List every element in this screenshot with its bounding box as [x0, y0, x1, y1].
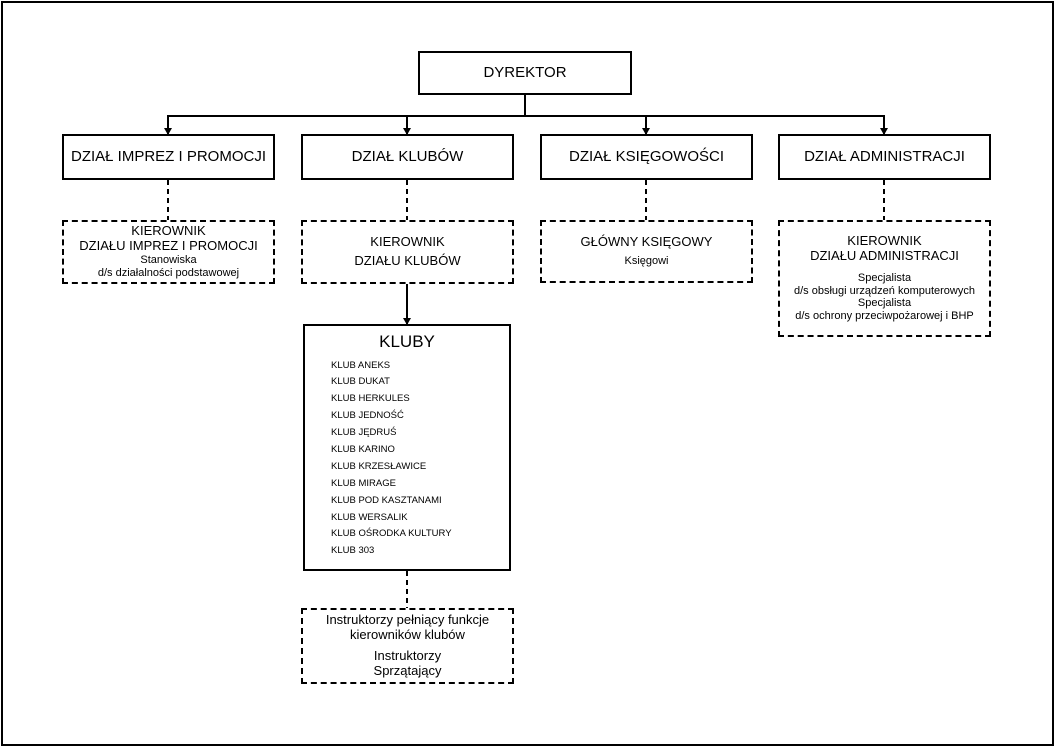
department-ksiegowosc-box: DZIAŁ KSIĘGOWOŚCI: [540, 134, 753, 180]
instructors-label: Instruktorzy: [373, 648, 442, 663]
it-specialist-label: Specjalista: [857, 272, 912, 285]
club-item: KLUB KARINO: [331, 444, 395, 455]
kluby-title: KLUBY: [379, 332, 435, 351]
kluby-box: KLUBY KLUB ANEKS KLUB DUKAT KLUB HERKULE…: [303, 324, 511, 571]
ksiegowosc-manager-box: GŁÓWNY KSIĘGOWY Księgowi: [540, 220, 753, 283]
it-specialist-detail: d/s obsługi urządzeń komputerowych: [794, 284, 975, 297]
club-item: KLUB DUKAT: [331, 376, 390, 388]
club-item: KLUB JĘDRUŚ: [331, 427, 397, 439]
cleaners-label: Sprzątający: [373, 662, 442, 678]
administracja-manager-box: KIEROWNIK DZIAŁU ADMINISTRACJI Specjalis…: [778, 220, 991, 337]
department-imprezy-box: DZIAŁ IMPREZ I PROMOCJI: [62, 134, 275, 180]
kluby-list: KLUB ANEKS KLUB DUKAT KLUB HERKULES KLUB…: [305, 358, 509, 561]
imprezy-manager-subtitle: DZIAŁU IMPREZ I PROMOCJI: [79, 238, 258, 254]
imprezy-manager-title: KIEROWNIK: [131, 223, 206, 239]
imprezy-manager-box: KIEROWNIK DZIAŁU IMPREZ I PROMOCJI Stano…: [62, 220, 275, 284]
instruktorzy-box: Instruktorzy pełniący funkcje kierownikó…: [301, 608, 514, 684]
imprezy-staff-label: Stanowiska: [140, 254, 197, 267]
administracja-manager-subtitle: DZIAŁU ADMINISTRACJI: [810, 248, 959, 264]
department-klubow-box: DZIAŁ KLUBÓW: [301, 134, 514, 180]
department-ksiegowosc-label: DZIAŁ KSIĘGOWOŚCI: [568, 148, 725, 166]
club-item: KLUB KRZESŁAWICE: [331, 460, 427, 472]
accountants-label: Księgowi: [624, 255, 669, 268]
instructor-managers-label: Instruktorzy pełniący funkcje: [325, 612, 490, 628]
chief-accountant-label: GŁÓWNY KSIĘGOWY: [580, 234, 713, 250]
club-item: KLUB WERSALIK: [331, 511, 408, 523]
imprezy-staff-detail: d/s działalności podstawowej: [97, 266, 240, 279]
safety-specialist-detail: d/s ochrony przeciwpożarowej i BHP: [795, 310, 974, 323]
administracja-manager-title: KIEROWNIK: [847, 233, 922, 249]
club-item: KLUB ANEKS: [331, 359, 391, 371]
department-administracja-box: DZIAŁ ADMINISTRACJI: [778, 134, 991, 180]
klubow-manager-box: KIEROWNIK DZIAŁU KLUBÓW: [301, 220, 514, 284]
club-item: KLUB 303: [331, 545, 375, 557]
department-klubow-label: DZIAŁ KLUBÓW: [351, 148, 464, 166]
club-item: KLUB JEDNOŚĆ: [331, 410, 404, 422]
club-item: KLUB POD KASZTANAMI: [331, 494, 442, 506]
department-administracja-label: DZIAŁ ADMINISTRACJI: [804, 148, 965, 166]
department-imprezy-label: DZIAŁ IMPREZ I PROMOCJI: [70, 148, 266, 166]
club-item: KLUB OŚRODKA KULTURY: [331, 528, 452, 540]
instructor-managers-detail: kierowników klubów: [350, 627, 465, 643]
director-box: DYREKTOR: [418, 51, 632, 95]
club-item: KLUB MIRAGE: [331, 477, 396, 489]
safety-specialist-label: Specjalista: [857, 297, 912, 310]
director-label: DYREKTOR: [483, 64, 567, 82]
klubow-manager-title: KIEROWNIK: [370, 234, 445, 250]
klubow-manager-subtitle: DZIAŁU KLUBÓW: [354, 253, 461, 268]
club-item: KLUB HERKULES: [331, 393, 410, 405]
